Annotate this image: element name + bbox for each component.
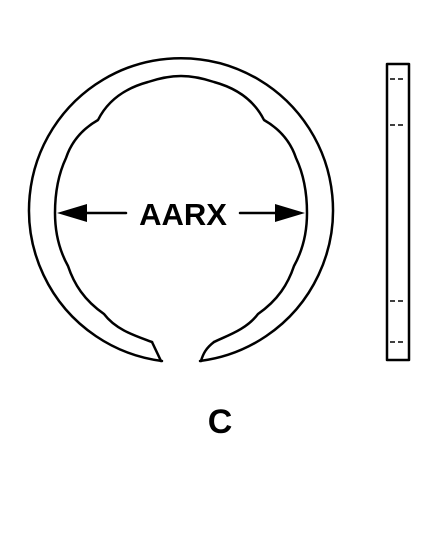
ring-gap-end-right	[199, 340, 216, 363]
arrowhead-right	[275, 204, 305, 222]
diameter-dimension: AARX	[57, 197, 305, 232]
ring-side-view	[385, 62, 411, 362]
dimension-label: AARX	[139, 197, 227, 232]
ring-gap-end-left	[150, 340, 163, 363]
ring-front-view	[27, 56, 335, 363]
ring-inner-edge	[53, 74, 309, 344]
arrowhead-left	[57, 204, 87, 222]
ring-outer-edge	[27, 56, 335, 363]
side-view-outline	[385, 62, 411, 362]
view-label: C	[208, 403, 233, 441]
